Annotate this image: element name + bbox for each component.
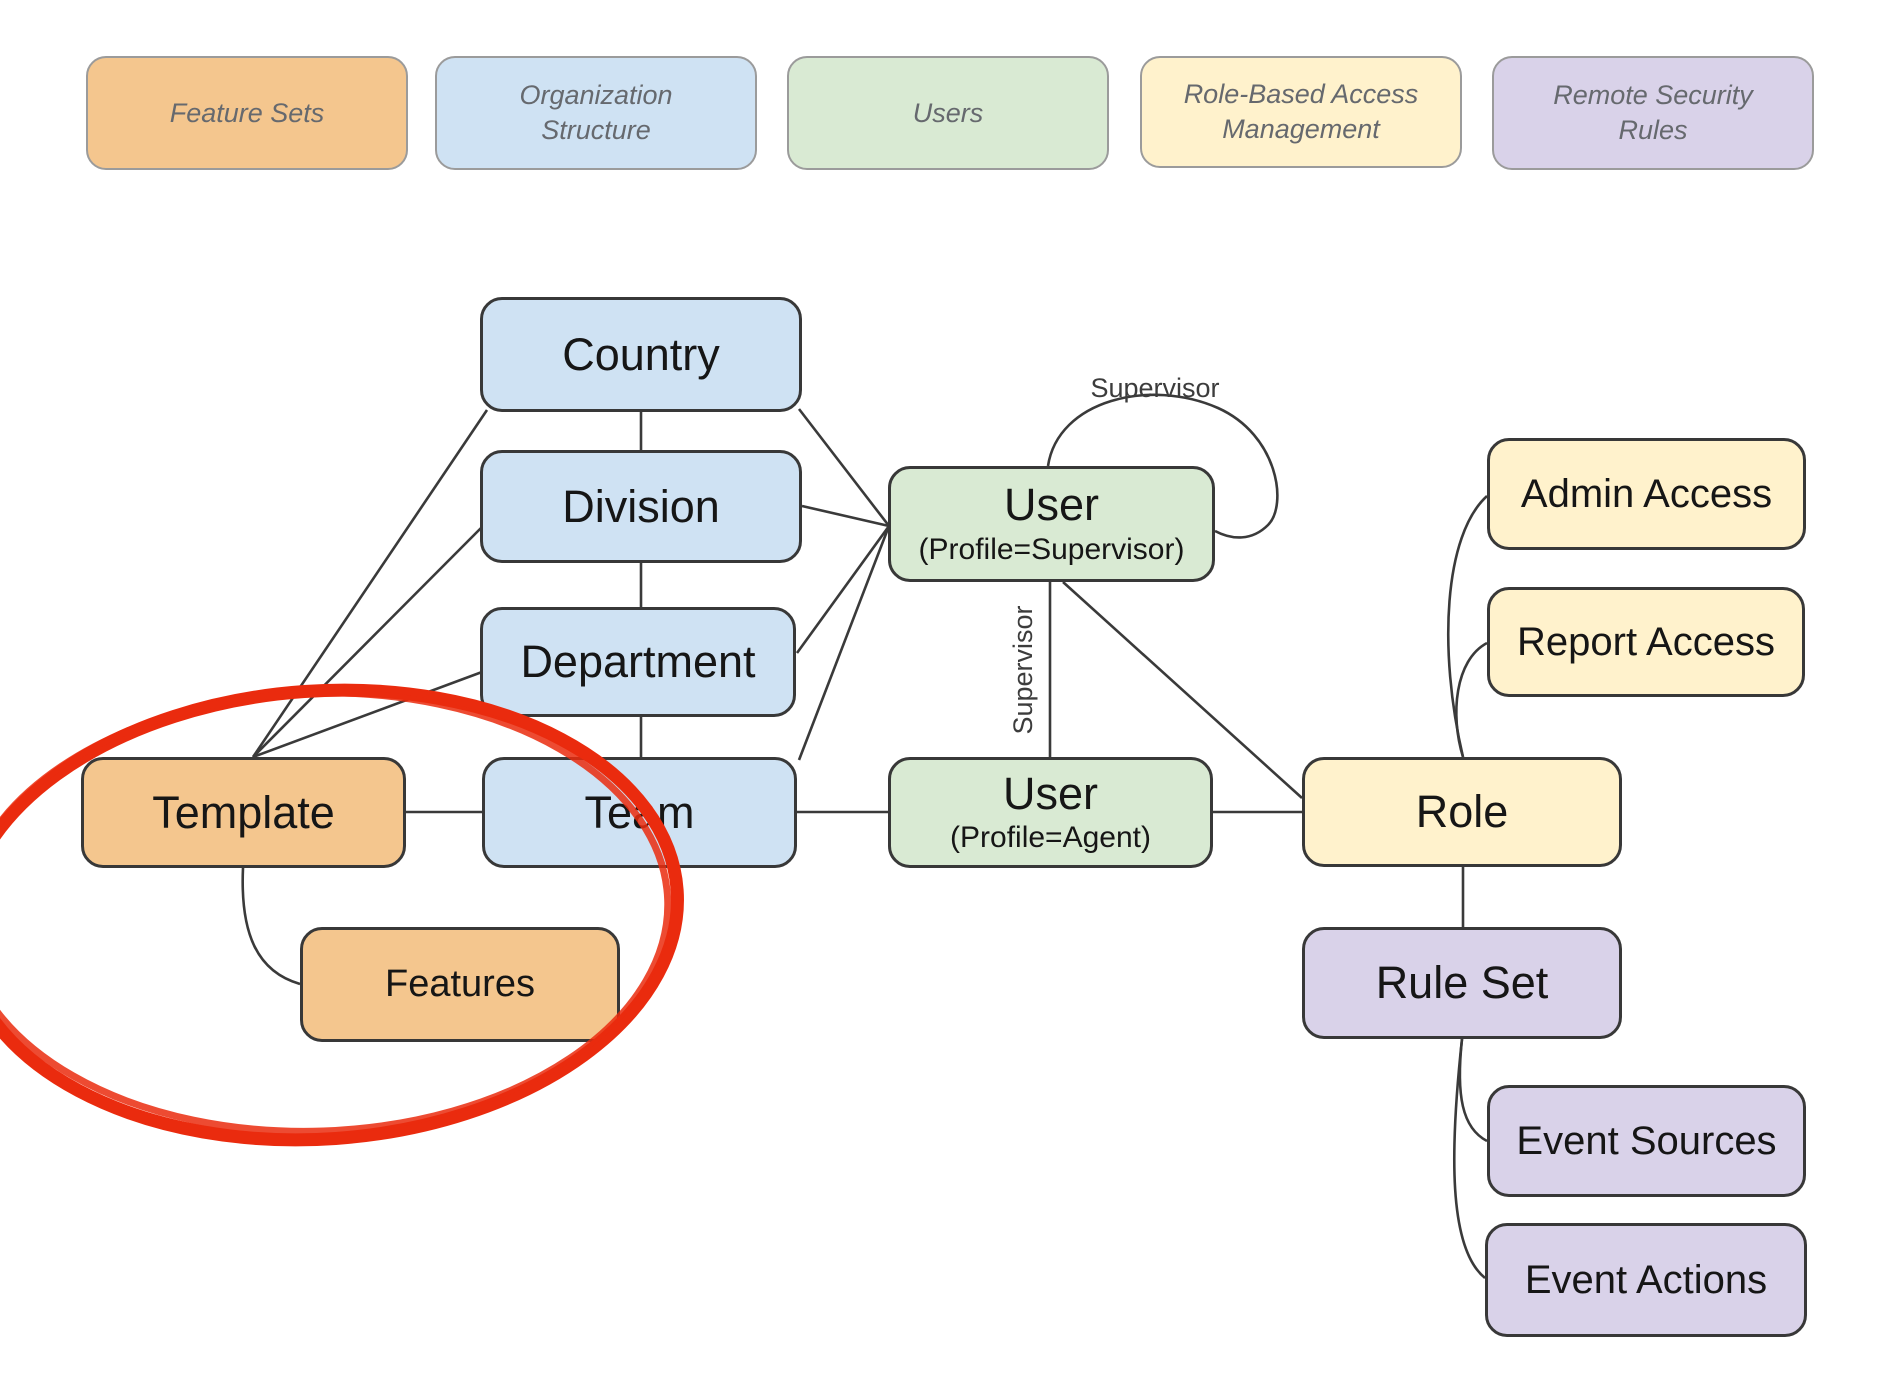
node-label-event-sources: Event Sources (1516, 1119, 1777, 1163)
node-department: Department (480, 607, 796, 717)
node-label-features: Features (385, 962, 535, 1005)
legend-label: Organization (519, 80, 673, 111)
node-country: Country (480, 297, 802, 412)
node-label-user-supervisor: User (1003, 479, 1099, 531)
node-division: Division (480, 450, 802, 563)
node-event-sources: Event Sources (1487, 1085, 1806, 1197)
legend-label: Users (912, 97, 984, 128)
node-event-actions: Event Actions (1485, 1223, 1807, 1337)
node-label-country: Country (562, 328, 720, 380)
node-admin-access: Admin Access (1487, 438, 1806, 550)
node-sublabel-user-supervisor: (Profile=Supervisor) (918, 532, 1185, 566)
node-label-division: Division (562, 480, 720, 532)
node-label-admin-access: Admin Access (1520, 472, 1773, 516)
node-user-agent: User(Profile=Agent) (888, 757, 1213, 868)
legend-box-feature-sets: Feature Sets (86, 56, 408, 170)
node-label-department: Department (520, 636, 756, 688)
node-report-access: Report Access (1487, 587, 1805, 697)
node-label-event-actions: Event Actions (1524, 1258, 1768, 1302)
node-label-user-agent: User (1002, 767, 1098, 819)
node-label-template: Template (152, 786, 335, 838)
legend-label: Rules (1618, 115, 1688, 145)
node-label-team: Team (584, 786, 695, 838)
node-user-supervisor: User(Profile=Supervisor) (888, 466, 1215, 582)
node-label-role: Role (1415, 786, 1509, 838)
node-rule-set: Rule Set (1302, 927, 1622, 1039)
node-sublabel-user-agent: (Profile=Agent) (950, 821, 1151, 855)
legend-box-users: Users (787, 56, 1109, 170)
legend-label: Structure (541, 115, 651, 145)
node-template: Template (81, 757, 406, 868)
node-label-rule-set: Rule Set (1375, 957, 1549, 1009)
legend-label: Management (1222, 114, 1380, 144)
legend-label: Role-Based Access (1183, 79, 1419, 110)
node-features: Features (300, 927, 620, 1042)
node-role: Role (1302, 757, 1622, 867)
node-team: Team (482, 757, 797, 868)
node-label-report-access: Report Access (1517, 620, 1775, 664)
legend-label: Remote Security (1553, 80, 1753, 111)
legend-label: Feature Sets (169, 97, 325, 128)
